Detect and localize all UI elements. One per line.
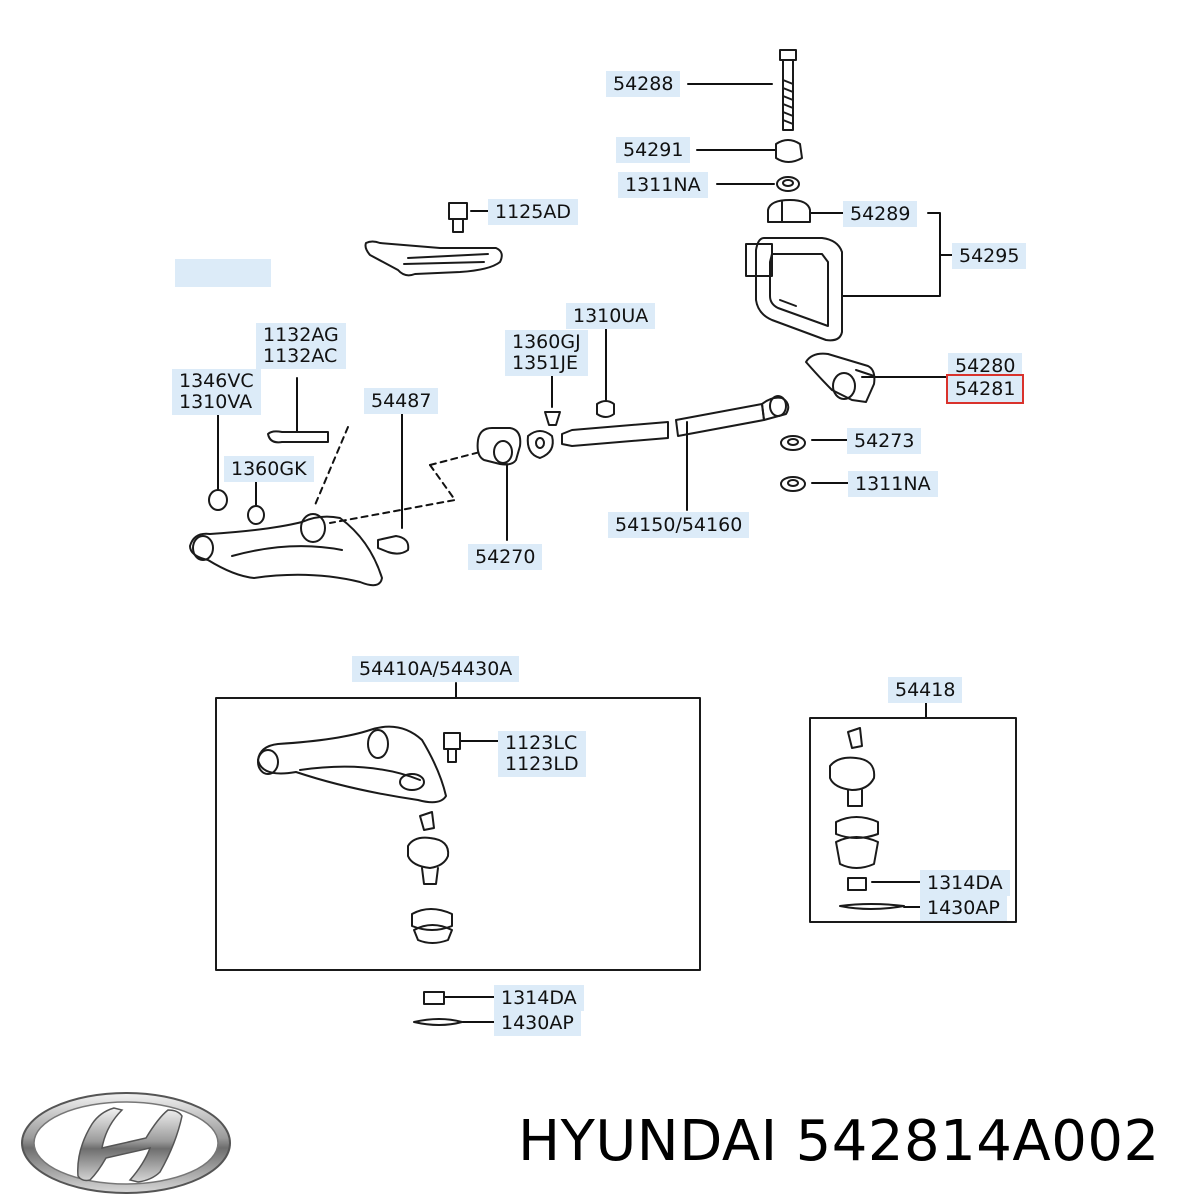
callout-54280[interactable]: 54280 xyxy=(948,353,1023,379)
bushing-1351je xyxy=(544,411,561,426)
ball-joint-kit xyxy=(829,727,905,910)
upper-arm xyxy=(257,725,447,804)
callout-1310va: 1310VA xyxy=(179,391,253,413)
callout-1123ld: 1123LD xyxy=(505,753,579,775)
callout-1346vc-1310va[interactable]: 1346VC 1310VA xyxy=(172,369,261,415)
callout-54289[interactable]: 54289 xyxy=(843,201,918,227)
cam-bolt-54270 xyxy=(476,427,522,466)
lower-arm xyxy=(189,513,383,587)
callout-1132ag: 1132AG xyxy=(263,324,339,346)
callout-1360gj-1351je[interactable]: 1360GJ 1351JE xyxy=(505,330,588,376)
callout-54270[interactable]: 54270 xyxy=(468,544,543,570)
bolt-1123lc xyxy=(443,732,461,763)
callout-1311na-top[interactable]: 1311NA xyxy=(618,172,708,198)
hyundai-logo xyxy=(21,1092,231,1194)
bracket-54280-54281 xyxy=(805,352,876,403)
washer-1310ua xyxy=(596,400,615,418)
bump-stop-54289 xyxy=(767,199,811,223)
bolt-54288 xyxy=(779,49,797,131)
callout-1360gj: 1360GJ xyxy=(512,331,581,353)
callout-54288[interactable]: 54288 xyxy=(606,71,681,97)
callout-1430ap-bottom[interactable]: 1430AP xyxy=(494,1010,581,1036)
ball-joint-kit-box xyxy=(809,717,1017,923)
callout-1314da-right[interactable]: 1314DA xyxy=(920,870,1010,896)
ball-joint-upper xyxy=(407,811,453,944)
part-caption: HYUNDAI 542814A002 xyxy=(518,1107,1160,1177)
callout-1310ua[interactable]: 1310UA xyxy=(566,303,656,329)
shaft-54150 xyxy=(561,395,790,447)
callout-54150-54160[interactable]: 54150/54160 xyxy=(608,512,750,538)
callout-54291[interactable]: 54291 xyxy=(616,137,691,163)
callout-1132ac: 1132AC xyxy=(263,345,338,367)
nut-1360gk xyxy=(247,505,265,525)
bolt-54487 xyxy=(377,535,410,555)
upper-arm-assembly-box xyxy=(215,697,701,971)
callout-1132ag-1132ac[interactable]: 1132AG 1132AC xyxy=(256,323,346,369)
callout-54418[interactable]: 54418 xyxy=(888,677,963,703)
callout-54281-highlighted[interactable]: 54281 xyxy=(945,374,1025,404)
callout-54410a-54430a[interactable]: 54410A/54430A xyxy=(352,656,520,682)
washer-54273 xyxy=(780,435,806,451)
brand-name: HYUNDAI xyxy=(518,1109,778,1174)
bushing-1346vc xyxy=(208,489,228,511)
blank-callout-tag xyxy=(175,259,271,287)
callout-54295[interactable]: 54295 xyxy=(952,243,1027,269)
nut-1311na xyxy=(776,176,800,192)
callout-1351je: 1351JE xyxy=(512,352,578,374)
nut-1311na-lower xyxy=(780,476,806,492)
callout-1123lc: 1123LC xyxy=(505,732,578,754)
callout-1123lc-1123ld[interactable]: 1123LC 1123LD xyxy=(498,731,586,777)
part-number: 542814A002 xyxy=(795,1109,1160,1174)
bolt-1132ag xyxy=(267,430,329,444)
callout-1346vc: 1346VC xyxy=(179,370,254,392)
callout-54487[interactable]: 54487 xyxy=(364,388,439,414)
bolt-1125ad xyxy=(448,202,468,233)
callout-1360gk[interactable]: 1360GK xyxy=(224,456,314,482)
cam-washer xyxy=(526,430,554,459)
callout-1314da-bottom[interactable]: 1314DA xyxy=(494,985,584,1011)
callout-54273[interactable]: 54273 xyxy=(847,428,922,454)
cotter-pin-1430ap-bottom xyxy=(413,1018,463,1026)
callout-1430ap-right[interactable]: 1430AP xyxy=(920,895,1007,921)
protector-plate xyxy=(364,240,503,277)
bushing-54291 xyxy=(775,139,803,163)
callout-1125ad[interactable]: 1125AD xyxy=(488,199,578,225)
bracket-54295 xyxy=(745,237,843,342)
nut-1314da-bottom xyxy=(423,991,445,1005)
callout-1311na-mid[interactable]: 1311NA xyxy=(848,471,938,497)
